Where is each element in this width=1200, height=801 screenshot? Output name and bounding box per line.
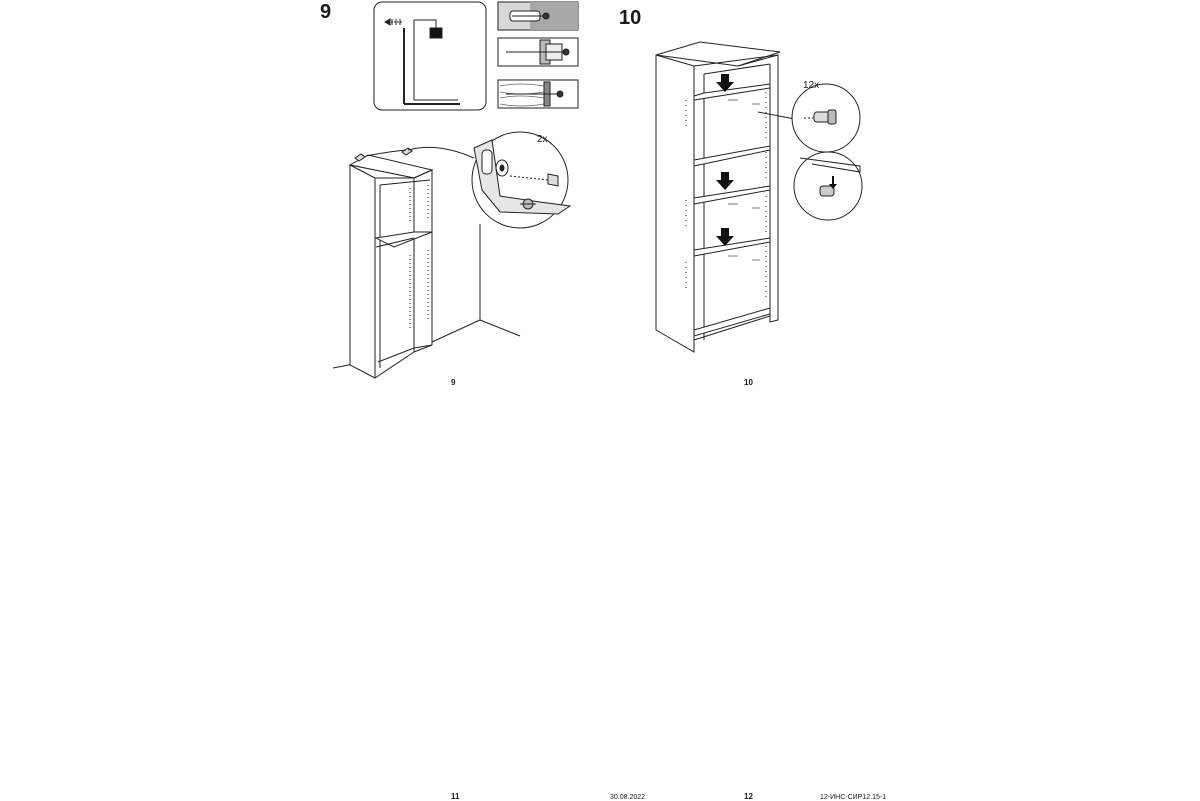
bookcase-step9 — [332, 146, 521, 379]
footer-doc-code: 12-ИНС-СИР12.15-1 — [820, 794, 887, 801]
bracket-detail — [471, 131, 572, 229]
step-9-quantity: 2x — [537, 134, 548, 145]
wall-material-wood — [497, 79, 579, 109]
footer-page-right: 12 — [744, 792, 753, 801]
shelf-peg-detail — [791, 83, 861, 153]
peg-insertion-detail — [793, 151, 863, 221]
wall-fixing-detail — [373, 1, 487, 111]
step-9-number: 9 — [320, 1, 332, 23]
figure-10-label: 10 — [744, 378, 753, 387]
wall-material-concrete — [497, 1, 579, 31]
step-10-quantity: 12x — [803, 80, 820, 91]
figure-9-label: 9 — [451, 378, 456, 387]
footer-page-left: 11 — [451, 792, 460, 801]
down-arrow-icons — [716, 74, 734, 246]
bookcase-step10 — [655, 41, 801, 353]
footer-date: 30.08.2022 — [610, 794, 646, 801]
wall-material-plasterboard — [497, 37, 579, 67]
step-10-number: 10 — [619, 7, 642, 29]
